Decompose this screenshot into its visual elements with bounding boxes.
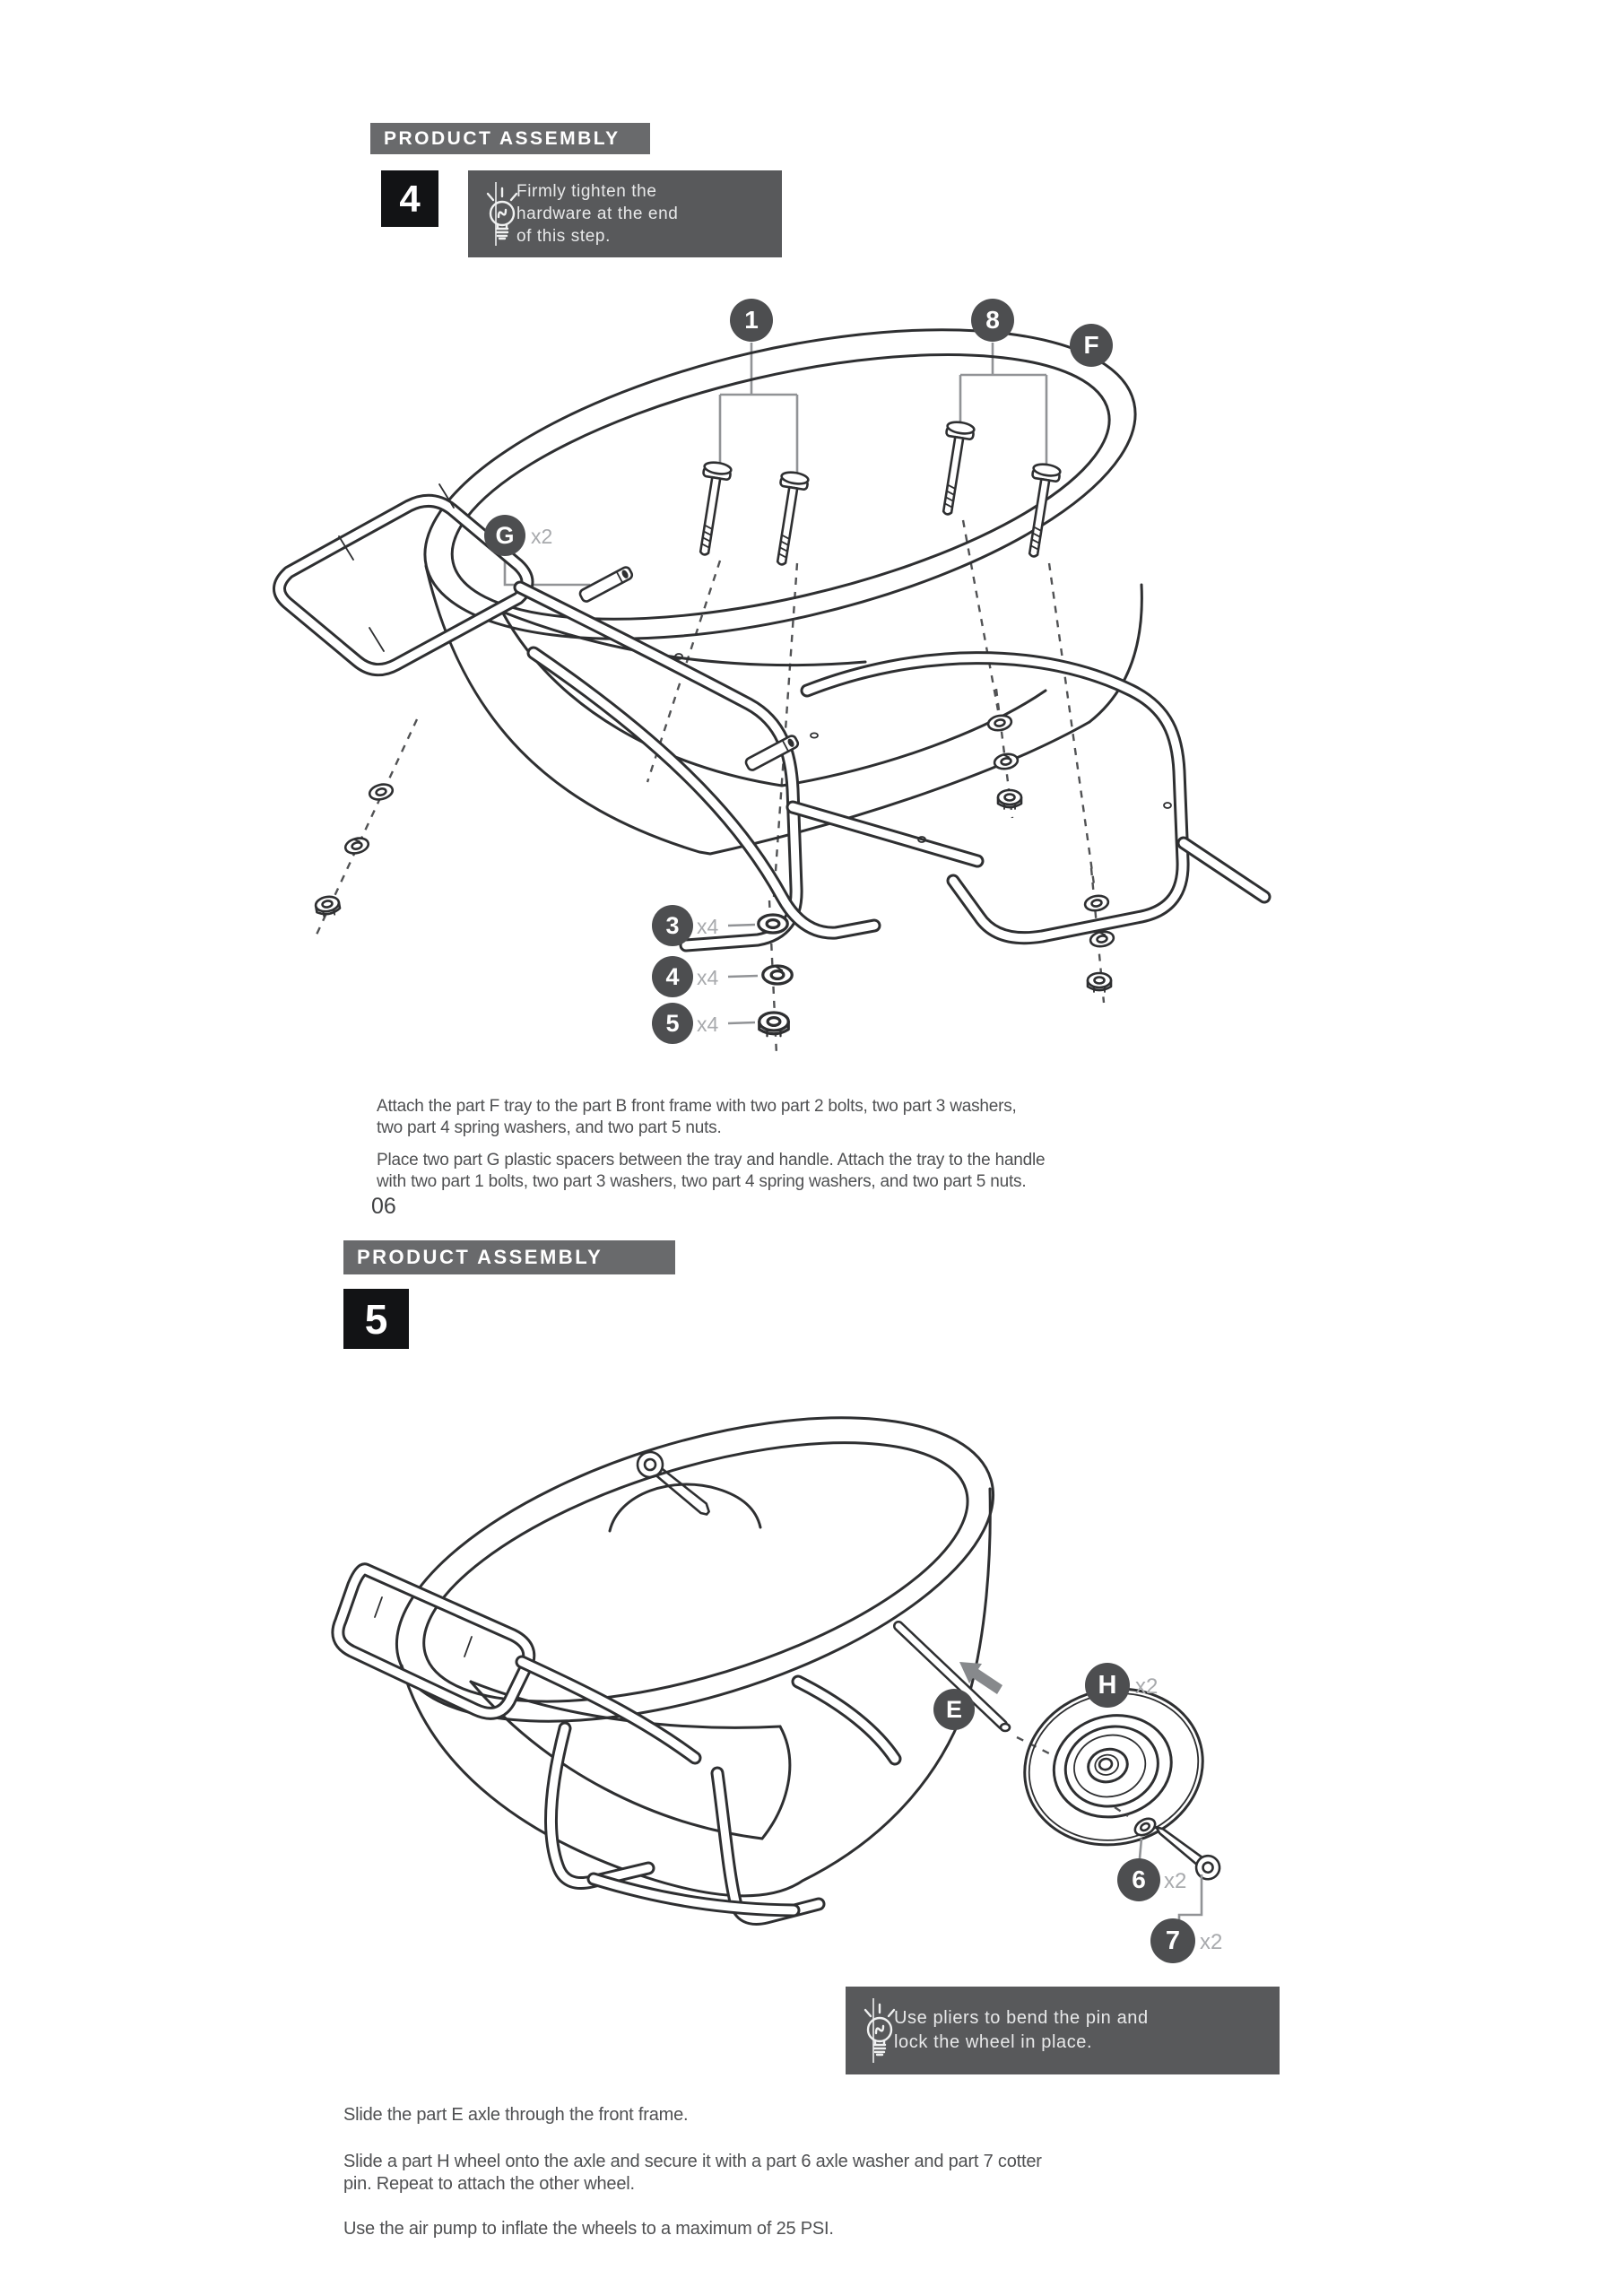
section-header-step4: PRODUCT ASSEMBLY [370, 123, 650, 154]
callout-part-h: H [1085, 1663, 1130, 1708]
callout-count-7: x2 [1200, 1930, 1223, 1954]
instruction-step5-paragraph-1: Slide the part E axle through the front … [343, 2105, 689, 2125]
callout-part-4: 4 [652, 956, 693, 997]
washer-icon [986, 714, 1013, 732]
frame-drawing [331, 1562, 902, 1926]
callout-leader-6 [1138, 1838, 1143, 1859]
callout-count-5: x4 [697, 1013, 719, 1036]
callout-part-6: 6 [1117, 1858, 1160, 1901]
callout-count-4: x4 [697, 966, 719, 989]
spacer-icon [744, 735, 800, 771]
bolt-icon [699, 461, 733, 556]
spacer-icon [578, 566, 634, 603]
bolt-icon [942, 421, 976, 516]
callout-leader-1 [718, 343, 799, 474]
exploded-diagram-step4 [273, 328, 1271, 1056]
tip-box-step4: Firmly tighten the hardware at the end o… [468, 170, 782, 257]
callout-leader-g [503, 558, 590, 587]
nut-icon [314, 895, 342, 918]
washer-icon [368, 783, 395, 801]
tip-text: Use pliers to bend the pin and lock the … [894, 2008, 1149, 2052]
assembly-diagram-step5 [331, 1416, 1221, 1926]
frame-drawing [273, 483, 1271, 952]
callout-part-7: 7 [1150, 1918, 1195, 1963]
washer-icon [757, 913, 789, 935]
page-number: 06 [371, 1194, 396, 1219]
tip-divider [495, 182, 497, 246]
callout-part-f: F [1070, 324, 1113, 367]
tip-box-step5: Use pliers to bend the pin and lock the … [846, 1987, 1280, 2074]
callout-part-8: 8 [971, 299, 1014, 342]
instruction-step5-paragraph-3: Use the air pump to inflate the wheels t… [343, 2219, 834, 2239]
callout-count-g: x2 [531, 525, 553, 548]
callout-leader-8 [959, 343, 1048, 468]
tray-drawing [423, 328, 1143, 856]
callout-part-5: 5 [652, 1003, 693, 1044]
bolt-icon [776, 471, 810, 566]
step-number-5: 5 [343, 1289, 409, 1349]
washer-icon [1133, 1817, 1157, 1837]
callout-part-g: G [484, 515, 525, 556]
instruction-step4-paragraph-1: Attach the part F tray to the part B fro… [377, 1097, 1017, 1137]
callout-count-6: x2 [1164, 1869, 1187, 1893]
tip-divider [872, 1998, 874, 2063]
callout-part-3: 3 [652, 905, 693, 946]
callout-part-e: E [933, 1689, 975, 1730]
nut-icon [1086, 971, 1113, 993]
spring-washer-icon [761, 964, 794, 986]
callout-leader-7 [1177, 1874, 1203, 1920]
tip-text: Firmly tighten the hardware at the end o… [516, 182, 679, 246]
spring-washer-icon [993, 752, 1020, 770]
nut-icon [758, 1011, 790, 1038]
nut-icon [996, 788, 1023, 810]
spring-washer-icon [1089, 930, 1115, 948]
instruction-step5-paragraph-2: Slide a part H wheel onto the axle and s… [343, 2152, 1042, 2194]
washer-icon [1083, 894, 1110, 912]
axle-arrow-icon [959, 1662, 1002, 1694]
axle-drawing [893, 1621, 1050, 1755]
bolt-icon [1028, 463, 1062, 558]
step-number-4: 4 [381, 170, 438, 227]
instruction-step4-paragraph-2: Place two part G plastic spacers between… [377, 1151, 1046, 1191]
callout-count-3: x4 [697, 915, 719, 938]
tray-drawing [395, 1416, 995, 1898]
cotter-pin-icon [1155, 1825, 1221, 1881]
section-header-step5: PRODUCT ASSEMBLY [343, 1240, 675, 1274]
spring-washer-icon [343, 837, 370, 855]
callout-part-1: 1 [730, 299, 773, 342]
callout-count-h: x2 [1135, 1674, 1159, 1699]
